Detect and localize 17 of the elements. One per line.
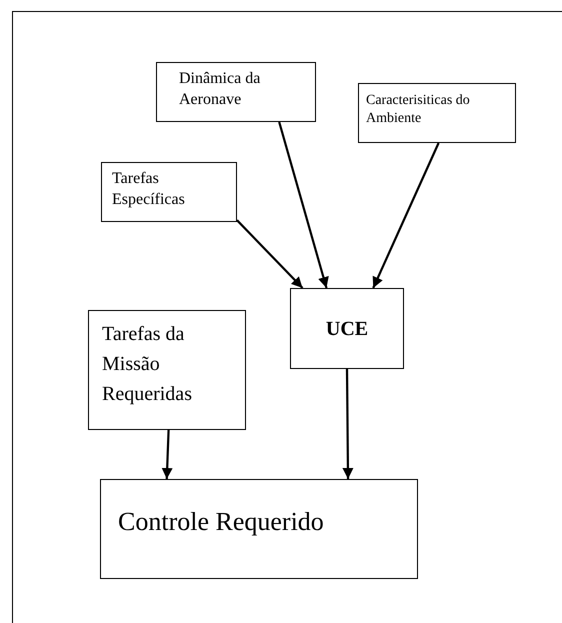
text-box [358,83,516,143]
arrow [236,219,304,289]
process-box [290,288,404,369]
box-label: Tarefas da Missão Requeridas [102,322,193,407]
box-label: UCE [326,316,368,340]
arrow [278,122,329,288]
text-box [88,310,246,430]
text-box [101,162,237,222]
arrow [342,368,354,480]
text-box [156,62,316,122]
box-label: Controle Requerido [118,506,325,538]
box-label: Tarefas Específicas [112,169,186,210]
arrow [162,430,173,480]
box-label: Caracterisiticas do Ambiente [366,92,471,128]
text-box [100,479,418,579]
box-label: Dinâmica da Aeronave [179,69,262,110]
arrow [372,142,440,288]
